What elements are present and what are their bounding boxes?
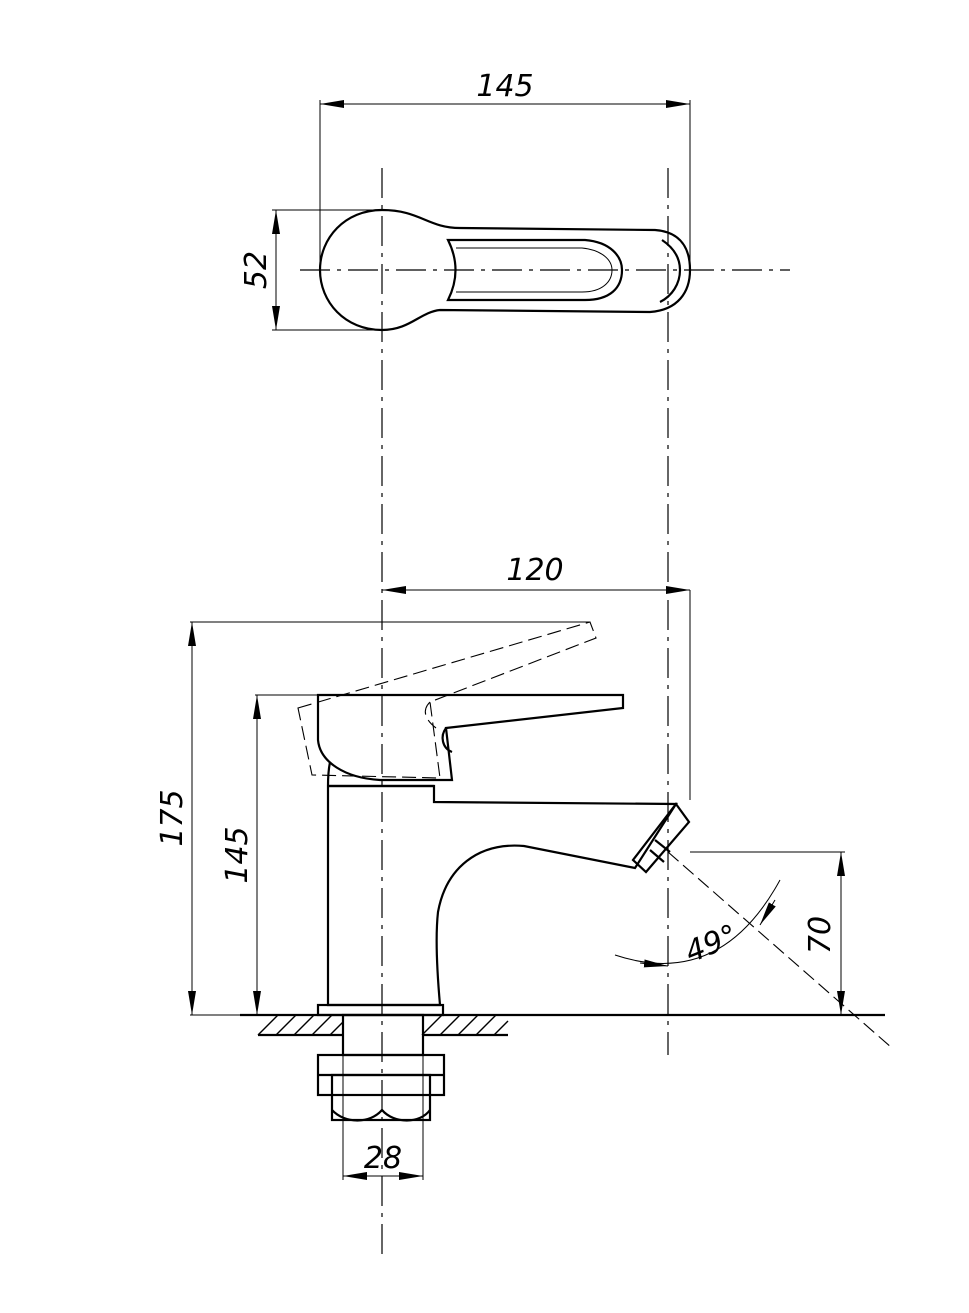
thread-end <box>331 1108 431 1122</box>
spout-aerator <box>631 802 691 874</box>
lever-body <box>316 693 625 782</box>
thread-connector <box>330 1073 432 1122</box>
aerator-ring <box>649 849 665 863</box>
faucet-body <box>326 761 679 1007</box>
top-view: 145 52 <box>239 69 790 1260</box>
dim-120-label: 120 <box>506 553 563 588</box>
dim-70-label: 70 <box>803 916 838 954</box>
dim-145-side-label: 145 <box>220 826 255 883</box>
shank-upper <box>341 1013 425 1057</box>
counter-hatching <box>257 1014 509 1037</box>
base-plate <box>316 1003 445 1017</box>
dim-28-label: 28 <box>364 1141 402 1176</box>
dim-145-label: 145 <box>476 69 533 104</box>
angle-49-label: 49° <box>680 918 742 970</box>
aerator-ring-2 <box>654 839 671 853</box>
dim-175-label: 175 <box>155 789 190 846</box>
angle-arrow-right <box>759 899 776 926</box>
dim-52-label: 52 <box>239 251 274 289</box>
angle-arrow-left <box>639 959 669 968</box>
top-handle-slot <box>446 238 624 302</box>
top-handle-slot-inner <box>456 247 613 293</box>
raised-lever-outline <box>297 621 597 779</box>
side-view: 120 <box>155 553 893 1180</box>
top-handle-endcap <box>659 239 682 303</box>
raised-lever-detail <box>424 701 437 729</box>
top-handle-outline <box>318 208 692 332</box>
water-flow-axis <box>667 851 893 1049</box>
lever-joint <box>441 727 453 754</box>
